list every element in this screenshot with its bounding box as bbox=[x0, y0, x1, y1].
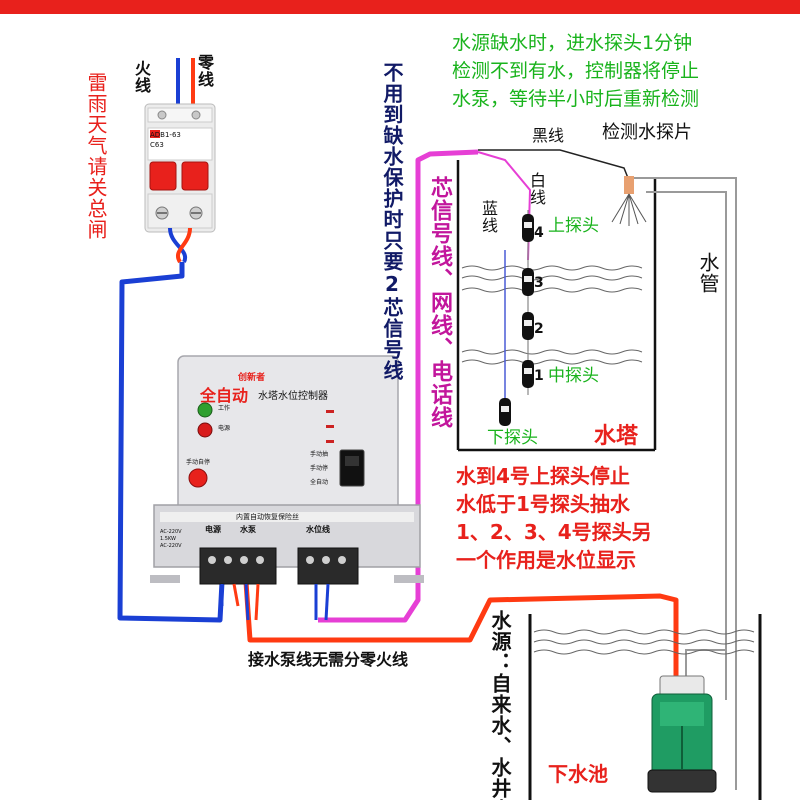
live-wire-label: 火线 bbox=[132, 60, 151, 94]
shortage-line-2: 检测不到有水，控制器将停止 bbox=[452, 60, 700, 82]
detect-probe bbox=[611, 176, 647, 226]
terminal-label-power: 电源 bbox=[205, 525, 221, 534]
terminal-block-left[interactable] bbox=[199, 547, 277, 585]
breaker-toggle-right[interactable] bbox=[181, 161, 209, 191]
source-note: 水源：自来水、水井水 bbox=[488, 610, 512, 800]
detect-probe-label: 检测水探片 bbox=[602, 122, 692, 143]
breaker-out-blue bbox=[168, 227, 188, 263]
probe-note-2: 水低于1号探头抽水 bbox=[456, 492, 630, 516]
lower-pool bbox=[528, 614, 762, 800]
terminal-label-level: 水位线 bbox=[306, 525, 330, 534]
lower-probe-label: 下探头 bbox=[487, 428, 538, 448]
controller-title-small: 水塔水位控制器 bbox=[258, 391, 328, 402]
mode-switch[interactable] bbox=[339, 449, 365, 487]
thunder-note: 雷雨天气请关总闸 bbox=[84, 72, 108, 240]
probe-note-4: 一个作用是水位显示 bbox=[456, 548, 636, 572]
power-blue-wire bbox=[117, 262, 225, 623]
pipe-label: 水管 bbox=[696, 252, 720, 294]
water-pipe bbox=[634, 177, 737, 790]
two-core-note: 不用到缺水保护时只要2芯信号线 bbox=[380, 62, 404, 381]
spec-line-1: AC-220V bbox=[160, 529, 182, 535]
white-wire-label: 白线 bbox=[527, 172, 546, 206]
breaker-rating: C63 bbox=[150, 141, 164, 149]
mode-label-manual-pump: 手动抽 bbox=[310, 451, 329, 458]
probe-bottom bbox=[499, 398, 511, 426]
shortage-line-1: 水源缺水时，进水探头1分钟 bbox=[452, 32, 693, 54]
lower-pool-label: 下水池 bbox=[548, 762, 608, 786]
probe-3 bbox=[522, 268, 534, 296]
power-indicator bbox=[197, 422, 213, 438]
middle-probe-label: 中探头 bbox=[548, 366, 599, 386]
spec-line-3: AC-220V bbox=[160, 543, 182, 549]
reset-button[interactable] bbox=[188, 468, 208, 488]
terminal-label-pump: 水泵 bbox=[240, 525, 256, 534]
probe-number-4: 4 bbox=[534, 225, 544, 241]
controller-brand: 创新者 bbox=[238, 373, 266, 383]
pump-red-wire bbox=[243, 581, 679, 676]
breaker-model: ADB1-63 bbox=[150, 131, 181, 139]
mode-label-auto: 全自动 bbox=[310, 479, 329, 486]
blue-wire-label: 蓝线 bbox=[479, 200, 498, 234]
probe-note-3: 1、2、3、4号探头另 bbox=[456, 520, 652, 544]
probe-4 bbox=[522, 214, 534, 242]
black-wire bbox=[478, 149, 629, 179]
tower-label: 水塔 bbox=[594, 424, 639, 449]
work-indicator bbox=[197, 402, 213, 418]
black-wire-label: 黑线 bbox=[532, 126, 565, 145]
terminal-block-right[interactable] bbox=[297, 547, 359, 585]
power-indicator-label: 电源 bbox=[218, 425, 231, 432]
neutral-wire-label: 零线 bbox=[195, 54, 214, 88]
probe-number-1: 1 bbox=[534, 368, 544, 384]
probe-number-2: 2 bbox=[534, 321, 544, 337]
water-tower bbox=[456, 160, 657, 452]
probe-1 bbox=[522, 360, 534, 388]
reset-button-label: 手动自停 bbox=[186, 459, 211, 466]
work-indicator-label: 工作 bbox=[218, 405, 231, 412]
breaker-toggle-left[interactable] bbox=[149, 161, 177, 191]
shortage-line-3: 水泵，等待半小时后重新检测 bbox=[452, 88, 700, 110]
breaker-out-red bbox=[176, 227, 192, 264]
water-pump bbox=[647, 675, 717, 793]
probe-2 bbox=[522, 312, 534, 340]
controller-box[interactable] bbox=[150, 355, 424, 621]
top-band bbox=[0, 0, 800, 14]
pump-wire-note: 接水泵线无需分零火线 bbox=[248, 650, 409, 669]
signal-wires-note: 芯信号线、网线、电话线 bbox=[427, 176, 452, 429]
terminal-header: 内置自动恢复保险丝 bbox=[236, 513, 299, 521]
probe-note-1: 水到4号上探头停止 bbox=[456, 464, 630, 488]
upper-probe-label: 上探头 bbox=[548, 216, 599, 236]
circuit-breaker[interactable] bbox=[144, 58, 216, 233]
mode-label-manual-stop: 手动停 bbox=[310, 465, 329, 472]
controller-title-big: 全自动 bbox=[200, 386, 249, 405]
signal-magenta-wire bbox=[318, 149, 479, 623]
probe-number-3: 3 bbox=[534, 275, 544, 291]
spec-line-2: 1.5KW bbox=[160, 536, 176, 542]
